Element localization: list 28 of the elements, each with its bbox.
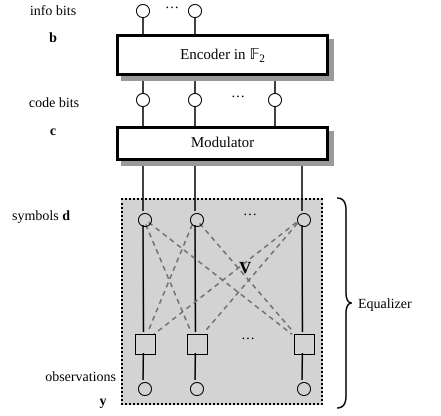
text-label: y: [98, 393, 108, 410]
text-label: b: [48, 30, 58, 48]
connector-line: [194, 353, 196, 380]
text-label: ···: [230, 89, 246, 106]
text-label: c: [48, 123, 58, 140]
text-label: ···: [164, 0, 180, 18]
text-label: info bits: [28, 3, 78, 20]
connector-line: [301, 225, 304, 332]
connector-line: [274, 107, 276, 126]
connector-line: [142, 353, 144, 380]
text-label: ···: [240, 331, 256, 348]
node-square: [135, 334, 156, 355]
connector-line: [194, 225, 196, 332]
connector-line: [142, 107, 144, 126]
text-label: symbols d: [12, 208, 70, 226]
node-square: [294, 334, 315, 355]
connector-line: [142, 18, 144, 34]
matrix-symbol: V: [239, 259, 252, 276]
connector-line: [194, 107, 196, 126]
text-label: observations: [44, 369, 116, 386]
group-label: Equalizer: [358, 296, 412, 314]
node-square: [187, 334, 208, 355]
connector-line: [301, 353, 304, 380]
connector-line: [142, 225, 144, 332]
equalizer-region: [121, 198, 323, 405]
text-label: ···: [242, 207, 258, 224]
text-label: code bits: [28, 95, 80, 112]
connector-line: [194, 18, 196, 34]
